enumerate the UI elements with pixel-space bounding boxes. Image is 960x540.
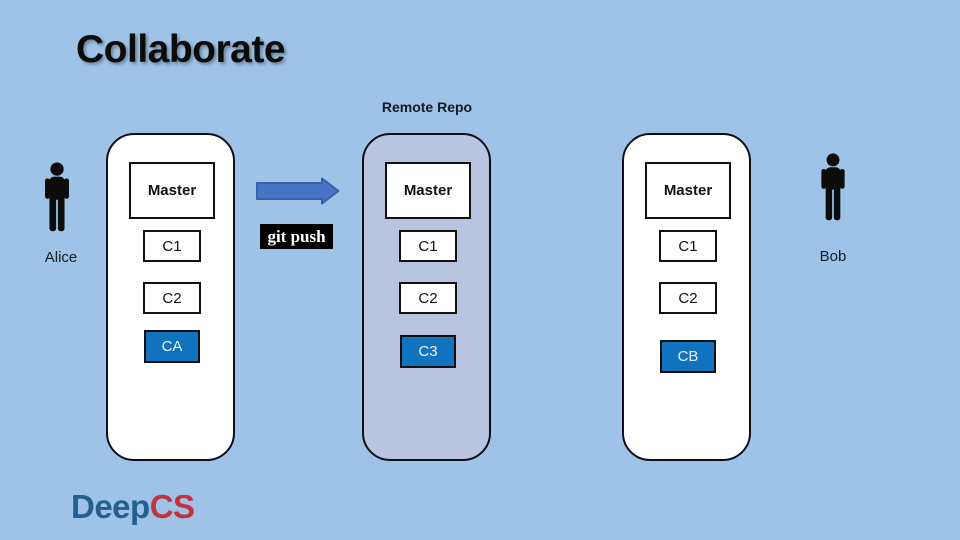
alice-person-icon: [39, 162, 75, 233]
bob-person-icon: [815, 153, 851, 222]
logo-deep-text: Deep: [71, 488, 150, 525]
person-icon: [821, 153, 845, 221]
alice-label: Alice: [44, 249, 78, 266]
highlight-commit-box: CA: [144, 330, 200, 363]
commit-box: C1: [659, 230, 717, 262]
alice-repo-card: Master C1 C2 CA: [106, 133, 235, 461]
branch-box: Master: [385, 162, 471, 219]
deepcs-logo: DeepCS: [71, 488, 195, 526]
highlight-commit-box: C3: [400, 335, 456, 368]
branch-box: Master: [129, 162, 215, 219]
commit-box: C1: [143, 230, 201, 262]
commit-box: C1: [399, 230, 457, 262]
git-push-label: git push: [260, 224, 333, 249]
remote-repo-label: Remote Repo: [381, 99, 473, 115]
slide-title: Collaborate: [76, 28, 286, 71]
remote-repo-card: Master C1 C2 C3: [362, 133, 491, 461]
logo-cs-text: CS: [149, 488, 195, 525]
commit-box: C2: [399, 282, 457, 314]
commit-box: C2: [143, 282, 201, 314]
person-icon: [45, 162, 69, 232]
commit-box: C2: [659, 282, 717, 314]
highlight-commit-box: CB: [660, 340, 716, 373]
bob-repo-card: Master C1 C2 CB: [622, 133, 751, 461]
git-push-arrow-icon: [256, 177, 340, 205]
branch-box: Master: [645, 162, 731, 219]
bob-label: Bob: [819, 248, 847, 265]
